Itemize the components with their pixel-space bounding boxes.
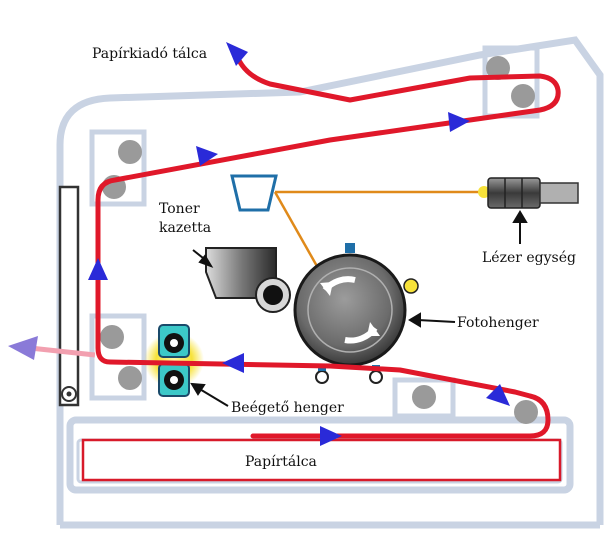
path-direction-arrows (88, 42, 510, 446)
arrow-right-bottom (486, 384, 510, 406)
paper-path (95, 53, 561, 439)
arrow-upper-right (448, 112, 470, 132)
label-toner-line2: kazetta (159, 220, 211, 236)
left-guide (58, 185, 80, 407)
label-toner-line1: Toner (159, 201, 200, 217)
arrow-output (226, 42, 248, 66)
label-fuser-roller: Beégető henger (231, 400, 344, 416)
label-pointers (190, 210, 528, 407)
laser-beam (273, 190, 482, 269)
arrow-under-drum (222, 353, 244, 373)
label-laser-unit: Lézer egység (482, 250, 576, 266)
transport-rollers (100, 56, 538, 424)
toner-cartridge-icon (205, 247, 291, 313)
arrow-left-up (88, 258, 108, 280)
paper-tray (81, 438, 562, 482)
label-photo-drum: Fotohenger (457, 315, 539, 331)
laser-mirror-icon (230, 174, 278, 212)
fuser-roller-icon (144, 324, 204, 397)
label-paper-tray: Papírtálca (245, 454, 317, 470)
paper-exit-arrow (8, 336, 96, 360)
arrow-upper-left (196, 146, 218, 166)
photo-drum-icon (293, 243, 419, 384)
printer-housing (56, 36, 604, 529)
arrow-paper-tray (320, 426, 342, 446)
label-output-tray: Papírkiadó tálca (92, 46, 207, 62)
laser-unit-icon (478, 177, 579, 209)
